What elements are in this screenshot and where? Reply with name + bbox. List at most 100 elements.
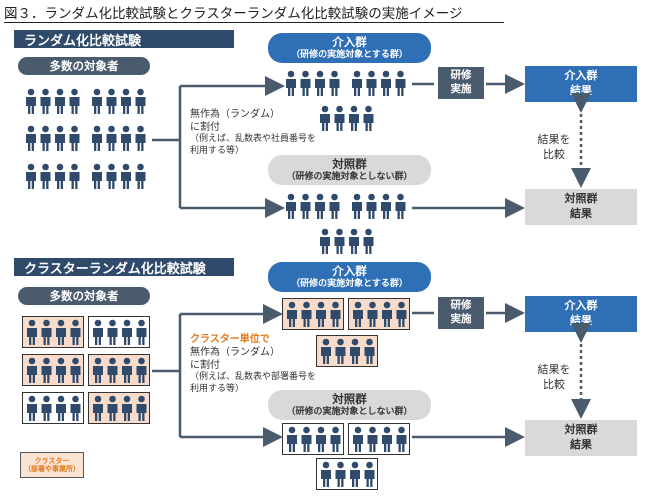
person-icon xyxy=(55,163,65,189)
person-icon xyxy=(352,70,362,96)
person-icon xyxy=(352,193,362,219)
rct-population-label: 多数の対象者 xyxy=(18,57,150,75)
person-icon xyxy=(27,357,37,383)
crct-control-cluster-2 xyxy=(348,423,410,455)
person-icon xyxy=(353,426,407,452)
person-icon xyxy=(363,105,374,131)
person-icon xyxy=(93,357,103,383)
person-icon xyxy=(366,70,377,96)
cluster-legend: クラスター（部署や事業所） xyxy=(20,452,84,478)
person-icon xyxy=(366,193,377,219)
person-icon xyxy=(26,163,80,189)
person-icon xyxy=(92,163,146,189)
person-icon xyxy=(286,193,340,219)
person-icon xyxy=(395,70,406,96)
person-icon xyxy=(321,461,331,487)
rct-control-pill: 対照群 （研修の実施対象としない群） xyxy=(268,155,431,185)
person-icon xyxy=(382,301,392,327)
person-icon xyxy=(364,338,375,364)
person-icon xyxy=(330,301,341,327)
person-icon xyxy=(93,319,147,345)
person-icon xyxy=(26,163,36,189)
person-icon xyxy=(316,426,326,452)
person-icon xyxy=(136,319,147,345)
person-icon xyxy=(382,426,392,452)
person-icon xyxy=(352,193,406,219)
rct-population-group-2 xyxy=(90,88,148,114)
person-icon xyxy=(321,461,375,487)
person-icon xyxy=(349,105,359,131)
rct-population-group-3 xyxy=(24,125,82,151)
person-icon xyxy=(92,88,146,114)
person-icon xyxy=(315,193,325,219)
crct-cluster-2 xyxy=(88,316,150,348)
person-icon xyxy=(121,163,131,189)
person-icon xyxy=(287,301,297,327)
person-icon xyxy=(41,357,52,383)
person-icon xyxy=(93,395,147,421)
person-icon xyxy=(395,193,406,219)
person-icon xyxy=(286,193,296,219)
person-icon xyxy=(320,105,374,131)
person-icon xyxy=(287,426,297,452)
person-icon xyxy=(321,338,375,364)
rct-intervention-group-3 xyxy=(318,105,376,131)
person-icon xyxy=(286,70,296,96)
person-icon xyxy=(329,70,340,96)
person-icon xyxy=(135,125,146,151)
person-icon xyxy=(300,70,311,96)
person-icon xyxy=(334,228,345,254)
person-icon xyxy=(320,228,330,254)
person-icon xyxy=(353,301,363,327)
person-icon xyxy=(56,319,66,345)
rct-control-group-3 xyxy=(318,228,376,254)
rct-intervention-group-2 xyxy=(350,70,408,96)
person-icon xyxy=(107,357,118,383)
person-icon xyxy=(367,301,378,327)
person-icon xyxy=(320,105,330,131)
person-icon xyxy=(353,426,363,452)
crct-cluster-5 xyxy=(22,392,84,424)
person-icon xyxy=(92,125,102,151)
rct-compare-label: 結果を比較 xyxy=(537,133,571,161)
person-icon xyxy=(396,301,407,327)
person-icon xyxy=(107,319,118,345)
crct-cluster-1 xyxy=(22,316,84,348)
person-icon xyxy=(367,426,378,452)
person-icon xyxy=(315,70,325,96)
crct-control-cluster-1 xyxy=(282,423,344,455)
person-icon xyxy=(136,395,147,421)
crct-intervention-cluster-1 xyxy=(282,298,344,330)
person-icon xyxy=(135,163,146,189)
person-icon xyxy=(349,228,359,254)
rct-intervention-group-1 xyxy=(284,70,342,96)
person-icon xyxy=(26,88,36,114)
person-icon xyxy=(69,88,80,114)
person-icon xyxy=(40,163,51,189)
crct-intervention-cluster-2 xyxy=(348,298,410,330)
person-icon xyxy=(350,461,360,487)
person-icon xyxy=(69,163,80,189)
person-icon xyxy=(300,193,311,219)
person-icon xyxy=(27,319,81,345)
title-underline xyxy=(4,22,504,23)
rct-control-group-1 xyxy=(284,193,342,219)
crct-control-result: 対照群結果 xyxy=(525,420,637,456)
person-icon xyxy=(381,193,391,219)
crct-compare-label: 結果を比較 xyxy=(537,363,571,391)
person-icon xyxy=(353,301,407,327)
person-icon xyxy=(41,319,52,345)
person-icon xyxy=(286,70,340,96)
crct-cluster-4 xyxy=(88,354,150,386)
person-icon xyxy=(56,357,66,383)
person-icon xyxy=(55,125,65,151)
person-icon xyxy=(40,125,51,151)
rct-population-group-4 xyxy=(90,125,148,151)
person-icon xyxy=(27,319,37,345)
rct-population-group-5 xyxy=(24,163,82,189)
person-icon xyxy=(364,461,375,487)
person-icon xyxy=(26,125,36,151)
crct-control-cluster-3 xyxy=(316,458,378,490)
person-icon xyxy=(320,228,374,254)
crct-heading: クラスターランダム化比較試験 xyxy=(14,258,234,277)
